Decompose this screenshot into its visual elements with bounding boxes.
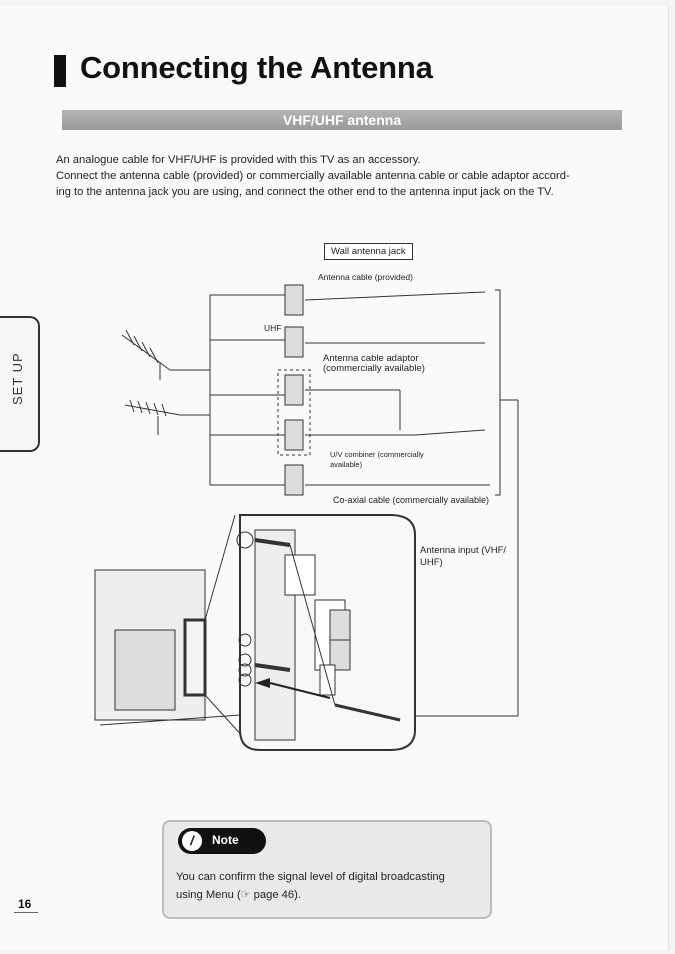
intro-text: An analogue cable for VHF/UHF is provide…	[56, 152, 636, 200]
coaxial-label: Co-axial cable (commercially available)	[333, 495, 490, 505]
title-marker	[54, 55, 66, 87]
reference-icon: ☞	[240, 889, 251, 901]
intro-line-3: ing to the antenna jack you are using, a…	[56, 186, 554, 198]
antenna-cable-label: Antenna cable (provided)	[318, 272, 413, 282]
wall-jack-label: Wall antenna jack	[324, 243, 413, 260]
page-number: 16	[18, 897, 32, 911]
vhf-antenna-icon	[121, 329, 210, 380]
intro-line-1: An analogue cable for VHF/UHF is provide…	[56, 154, 421, 166]
note-text: You can confirm the signal level of digi…	[176, 868, 476, 904]
intro-line-2: Connect the antenna cable (provided) or …	[56, 170, 570, 182]
side-tab-label: SET UP	[10, 352, 25, 405]
section-heading: VHF/UHF antenna	[62, 110, 622, 130]
note-label: Note	[212, 833, 239, 847]
note-line-1: You can confirm the signal level of digi…	[176, 871, 445, 883]
uhf-label: UHF	[264, 323, 282, 333]
side-tab	[0, 316, 40, 452]
arrow-icon	[255, 678, 270, 688]
note-line-2: using Menu (☞ page 46).	[176, 889, 301, 901]
page-title: Connecting the Antenna	[80, 50, 433, 85]
page	[0, 6, 669, 950]
connection-diagram	[94, 284, 519, 751]
page-number-underline	[14, 912, 38, 913]
adaptor-label: Antenna cable adaptor (commercially avai…	[323, 353, 425, 374]
uhf-antenna-icon	[124, 399, 210, 435]
note-badge: / Note	[178, 828, 266, 854]
combiner-label: U/V combiner (commercially available)	[330, 450, 424, 469]
note-icon: /	[182, 831, 202, 851]
antenna-input-label: Antenna input (VHF/ UHF)	[420, 545, 507, 568]
